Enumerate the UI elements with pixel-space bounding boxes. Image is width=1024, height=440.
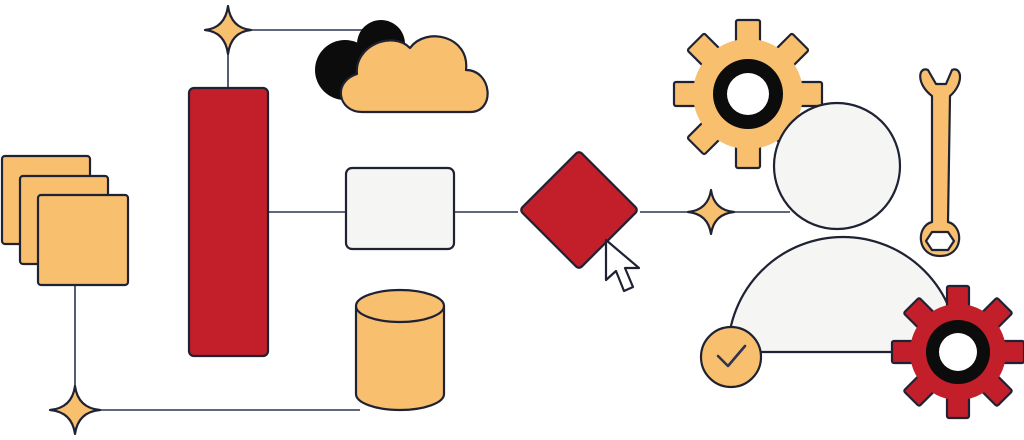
tall-red-block-icon <box>187 86 270 358</box>
wrench-icon <box>919 68 962 258</box>
sparkle-star-icon <box>203 4 253 56</box>
checkmark-badge-icon <box>699 325 763 389</box>
orange-gear-icon <box>672 18 824 170</box>
database-cylinder-icon <box>354 288 446 412</box>
cloud-icon <box>315 20 489 114</box>
sparkle-star-icon <box>48 384 102 436</box>
white-box-icon <box>344 166 456 251</box>
mouse-cursor-icon <box>604 238 641 293</box>
sparkle-star-icon <box>686 188 736 236</box>
user-avatar-icon <box>726 101 960 354</box>
red-diamond-icon <box>520 151 638 269</box>
document-stack-icon <box>0 154 130 287</box>
red-gear-icon <box>890 284 1024 420</box>
